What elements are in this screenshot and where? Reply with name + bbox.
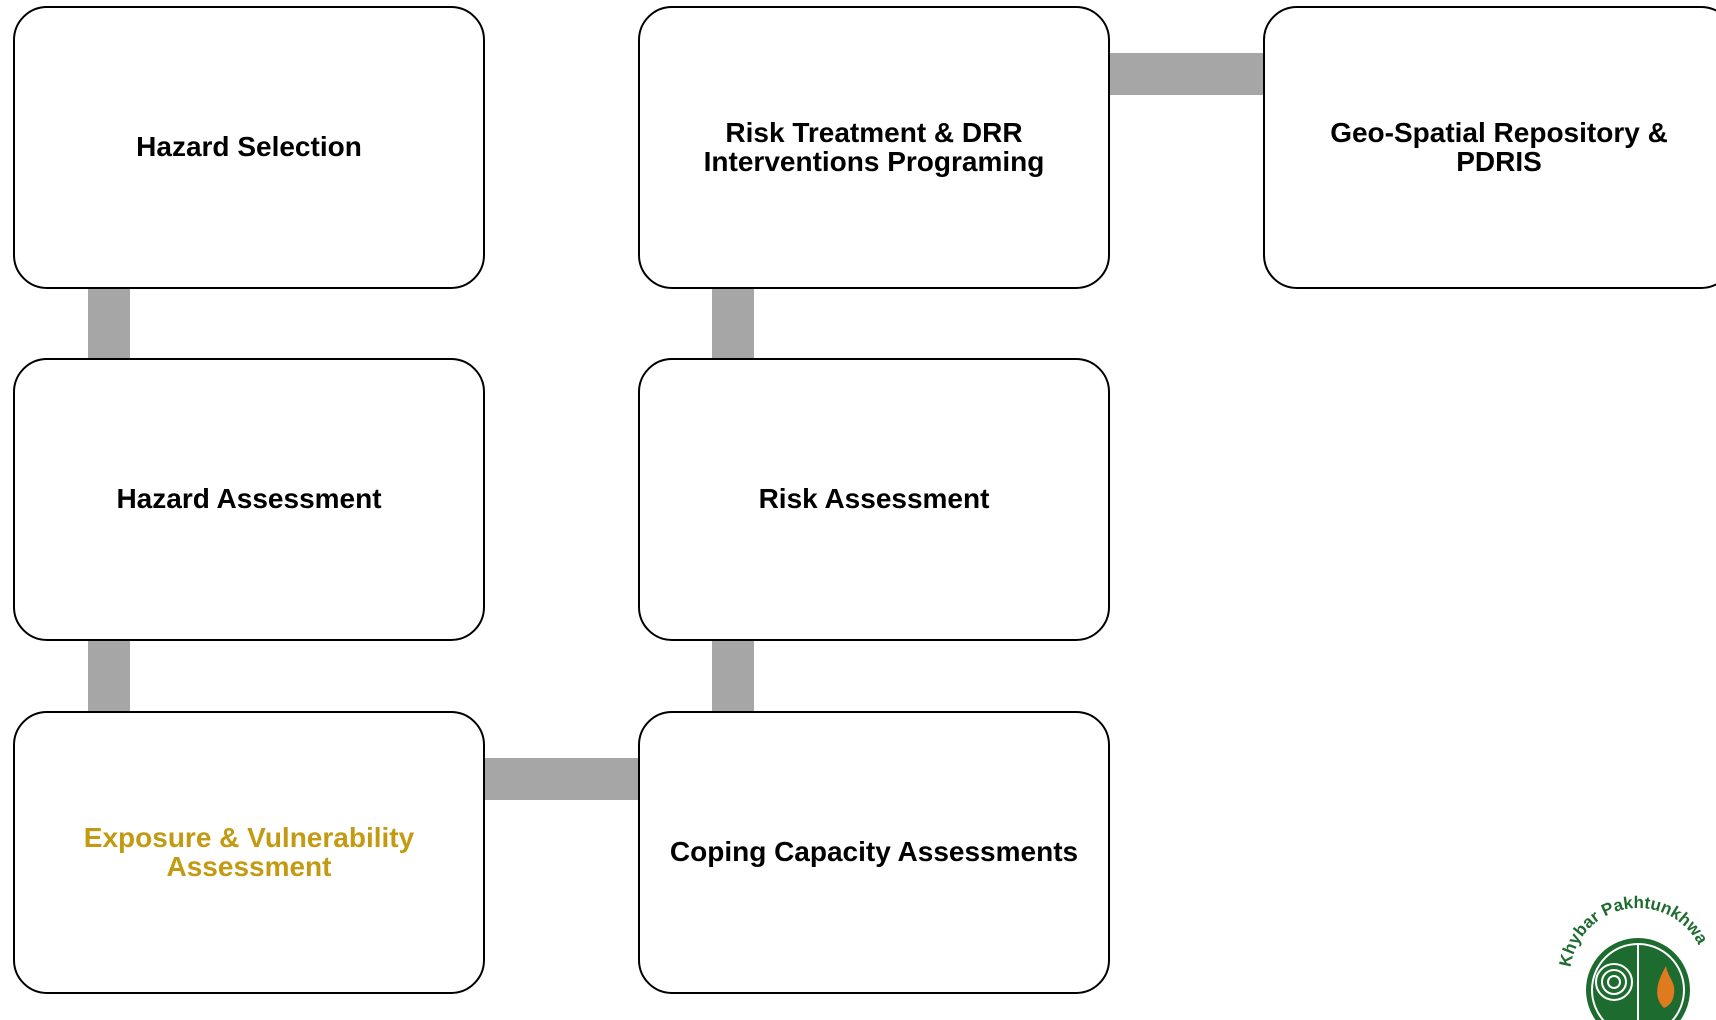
box-risk-assessment: Risk Assessment: [638, 358, 1110, 641]
box-coping-capacity-label: Coping Capacity Assessments: [669, 836, 1079, 868]
box-hazard-selection: Hazard Selection: [13, 6, 485, 289]
box-hazard-selection-label: Hazard Selection: [136, 131, 362, 163]
box-hazard-assessment-label: Hazard Assessment: [116, 483, 382, 515]
connector-risk-treatment-to-geo-spatial: [1105, 53, 1267, 95]
box-hazard-assessment: Hazard Assessment: [13, 358, 485, 641]
box-geo-spatial-label: Geo-Spatial Repository & PDRIS: [1330, 116, 1668, 177]
connector-risk-assessment-to-risk-treatment: [712, 285, 754, 365]
box-geo-spatial: Geo-Spatial Repository & PDRIS: [1263, 6, 1716, 289]
connector-exposure-to-coping-capacity: [480, 758, 642, 800]
box-exposure-vulnerability: Exposure & Vulnerability Assessment: [13, 711, 485, 994]
box-risk-treatment: Risk Treatment & DRR Interventions Progr…: [638, 6, 1110, 289]
box-coping-capacity: Coping Capacity Assessments: [638, 711, 1110, 994]
connector-hazard-selection-to-hazard-assessment: [88, 285, 130, 365]
box-exposure-vulnerability-label: Exposure & Vulnerability Assessment: [83, 821, 415, 882]
provincial-seal-icon: Khybar Pakhtunkhwa: [1556, 893, 1712, 1020]
connector-hazard-assessment-to-exposure: [88, 638, 130, 718]
connector-coping-capacity-to-risk-assessment: [712, 638, 754, 718]
box-risk-assessment-label: Risk Assessment: [758, 483, 990, 515]
box-risk-treatment-label: Risk Treatment & DRR Interventions Progr…: [703, 116, 1045, 177]
